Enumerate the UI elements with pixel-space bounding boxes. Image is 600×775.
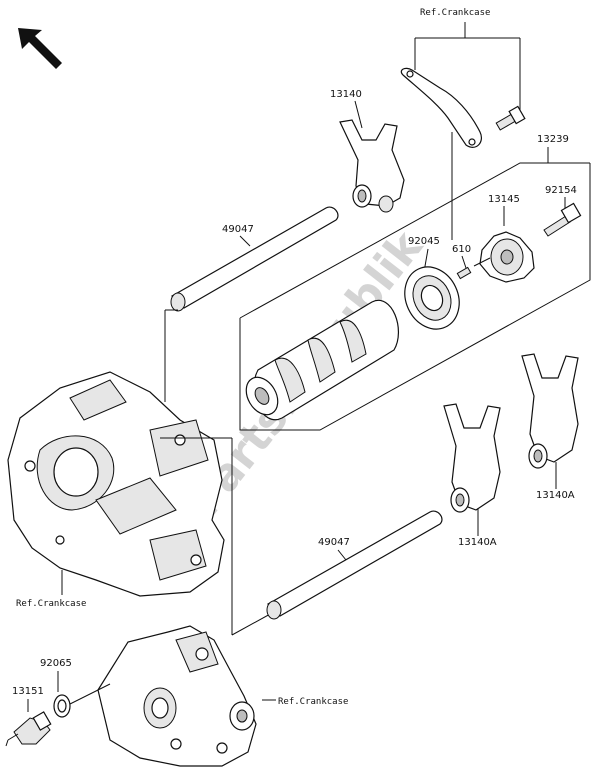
part-shift-fork-13140A-left <box>443 403 501 513</box>
label-ref-crankcase-bottom: Ref.Crankcase <box>278 697 348 707</box>
part-bearing-92045 <box>404 266 460 330</box>
part-stopper-bolt <box>495 105 526 131</box>
label-13140A-right: 13140A <box>536 490 575 501</box>
part-shift-fork-13140A-right <box>521 353 579 469</box>
part-crankcase-left <box>7 371 225 597</box>
label-ref-crankcase-left: Ref.Crankcase <box>16 599 86 609</box>
leader-washer-to-case <box>69 683 111 705</box>
label-49047-bottom: 49047 <box>318 537 350 548</box>
label-49047-top: 49047 <box>222 224 254 235</box>
leader-49047-top <box>239 235 251 247</box>
part-fork-shaft-bottom <box>266 510 443 620</box>
label-13239: 13239 <box>537 134 569 145</box>
part-fork-shaft-top <box>170 206 339 312</box>
drum-assembly-frame <box>239 162 591 431</box>
part-shift-drum-cam-13145 <box>473 231 535 283</box>
label-13145: 13145 <box>488 194 520 205</box>
part-shift-drum <box>245 299 399 421</box>
label-13140A-left: 13140A <box>458 537 497 548</box>
part-crankcase-bottom <box>97 625 257 767</box>
label-13140: 13140 <box>330 89 362 100</box>
label-ref-crankcase-top: Ref.Crankcase <box>420 8 490 18</box>
part-neutral-switch-13151 <box>5 711 52 747</box>
label-92065: 92065 <box>40 658 72 669</box>
leader-13140 <box>354 100 363 129</box>
part-stopper-plate <box>400 67 482 148</box>
label-92045: 92045 <box>408 236 440 247</box>
label-92154: 92154 <box>545 185 577 196</box>
label-13151: 13151 <box>12 686 44 697</box>
leader-610 <box>461 255 467 269</box>
crankcase-left-leaders <box>61 309 273 636</box>
label-610: 610 <box>452 244 471 255</box>
part-washer-92065 <box>53 694 71 718</box>
part-shift-fork-13140 <box>339 119 405 213</box>
ref-crankcase-top-leader <box>414 22 521 112</box>
arrow-up-left-icon <box>18 28 62 69</box>
part-bolt-92154 <box>543 202 582 237</box>
leader-49047-bottom <box>337 549 347 561</box>
part-pin-610 <box>456 266 472 280</box>
